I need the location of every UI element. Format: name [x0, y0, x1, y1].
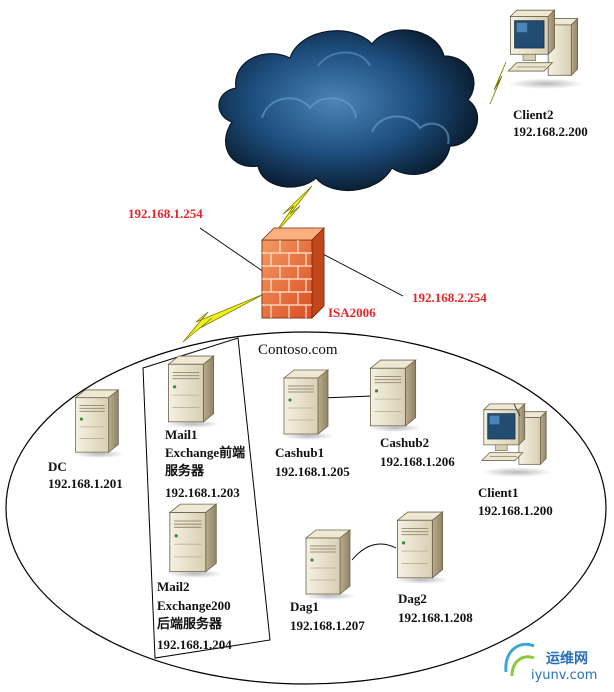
client1-ip: 192.168.1.200: [478, 503, 553, 518]
dc-ip: 192.168.1.201: [48, 476, 123, 491]
cashub2-ip: 192.168.1.206: [380, 454, 455, 469]
dag2-ip: 192.168.1.208: [398, 610, 473, 625]
mail2-server-icon: [167, 503, 222, 578]
mail2-ip: 192.168.1.204: [157, 637, 232, 652]
mail1-server-icon: [165, 355, 220, 428]
mail1-role2: 服务器: [165, 463, 205, 478]
firewall-icon: [261, 227, 325, 319]
cashub1-ip: 192.168.1.205: [275, 464, 350, 479]
dag2-server-icon: [394, 511, 448, 584]
dag1-server-icon: [303, 529, 356, 600]
mail1-name: Mail1: [165, 427, 198, 442]
cashub1-name: Cashub1: [275, 445, 325, 460]
watermark-logo-icon: [504, 642, 535, 677]
watermark-en: iyunv.com: [531, 668, 598, 683]
client2-ip: 192.168.2.200: [513, 124, 588, 139]
domain-label: Contoso.com: [258, 342, 338, 358]
cashub2-name: Cashub2: [380, 435, 430, 450]
bolt-cloud-isa: [272, 185, 313, 237]
mail1-ip: 192.168.1.203: [165, 485, 240, 500]
client2-pc-icon: [507, 9, 585, 90]
internet-cloud-icon: [218, 29, 479, 192]
bolt-cloud-client2: [489, 61, 507, 105]
client1-pc-icon: [481, 403, 553, 478]
dc-name: DC: [48, 459, 67, 474]
client2-name: Client2: [513, 107, 554, 122]
dag1-ip: 192.168.1.207: [290, 618, 365, 633]
client1-name: Client1: [478, 485, 519, 500]
mail2-role1: Exchange200: [157, 598, 231, 613]
mail1-role1: Exchange前端: [165, 445, 246, 460]
cashub1-server-icon: [281, 369, 334, 440]
watermark-cn: 运维网: [546, 651, 588, 667]
isa-outside-ip: 192.168.2.254: [412, 290, 487, 305]
dag1-name: Dag1: [290, 599, 319, 614]
mail2-name: Mail2: [157, 579, 190, 594]
mail2-role2: 后端服务器: [157, 616, 223, 631]
exchange-group-box: [142, 337, 271, 659]
cashub2-server-icon: [367, 359, 422, 432]
isa-inside-ip: 192.168.1.254: [128, 206, 203, 221]
dc-server-icon: [73, 389, 125, 458]
dag2-name: Dag2: [398, 591, 427, 606]
domain-ellipse: [5, 331, 607, 685]
isa-name: ISA2006: [328, 305, 376, 320]
